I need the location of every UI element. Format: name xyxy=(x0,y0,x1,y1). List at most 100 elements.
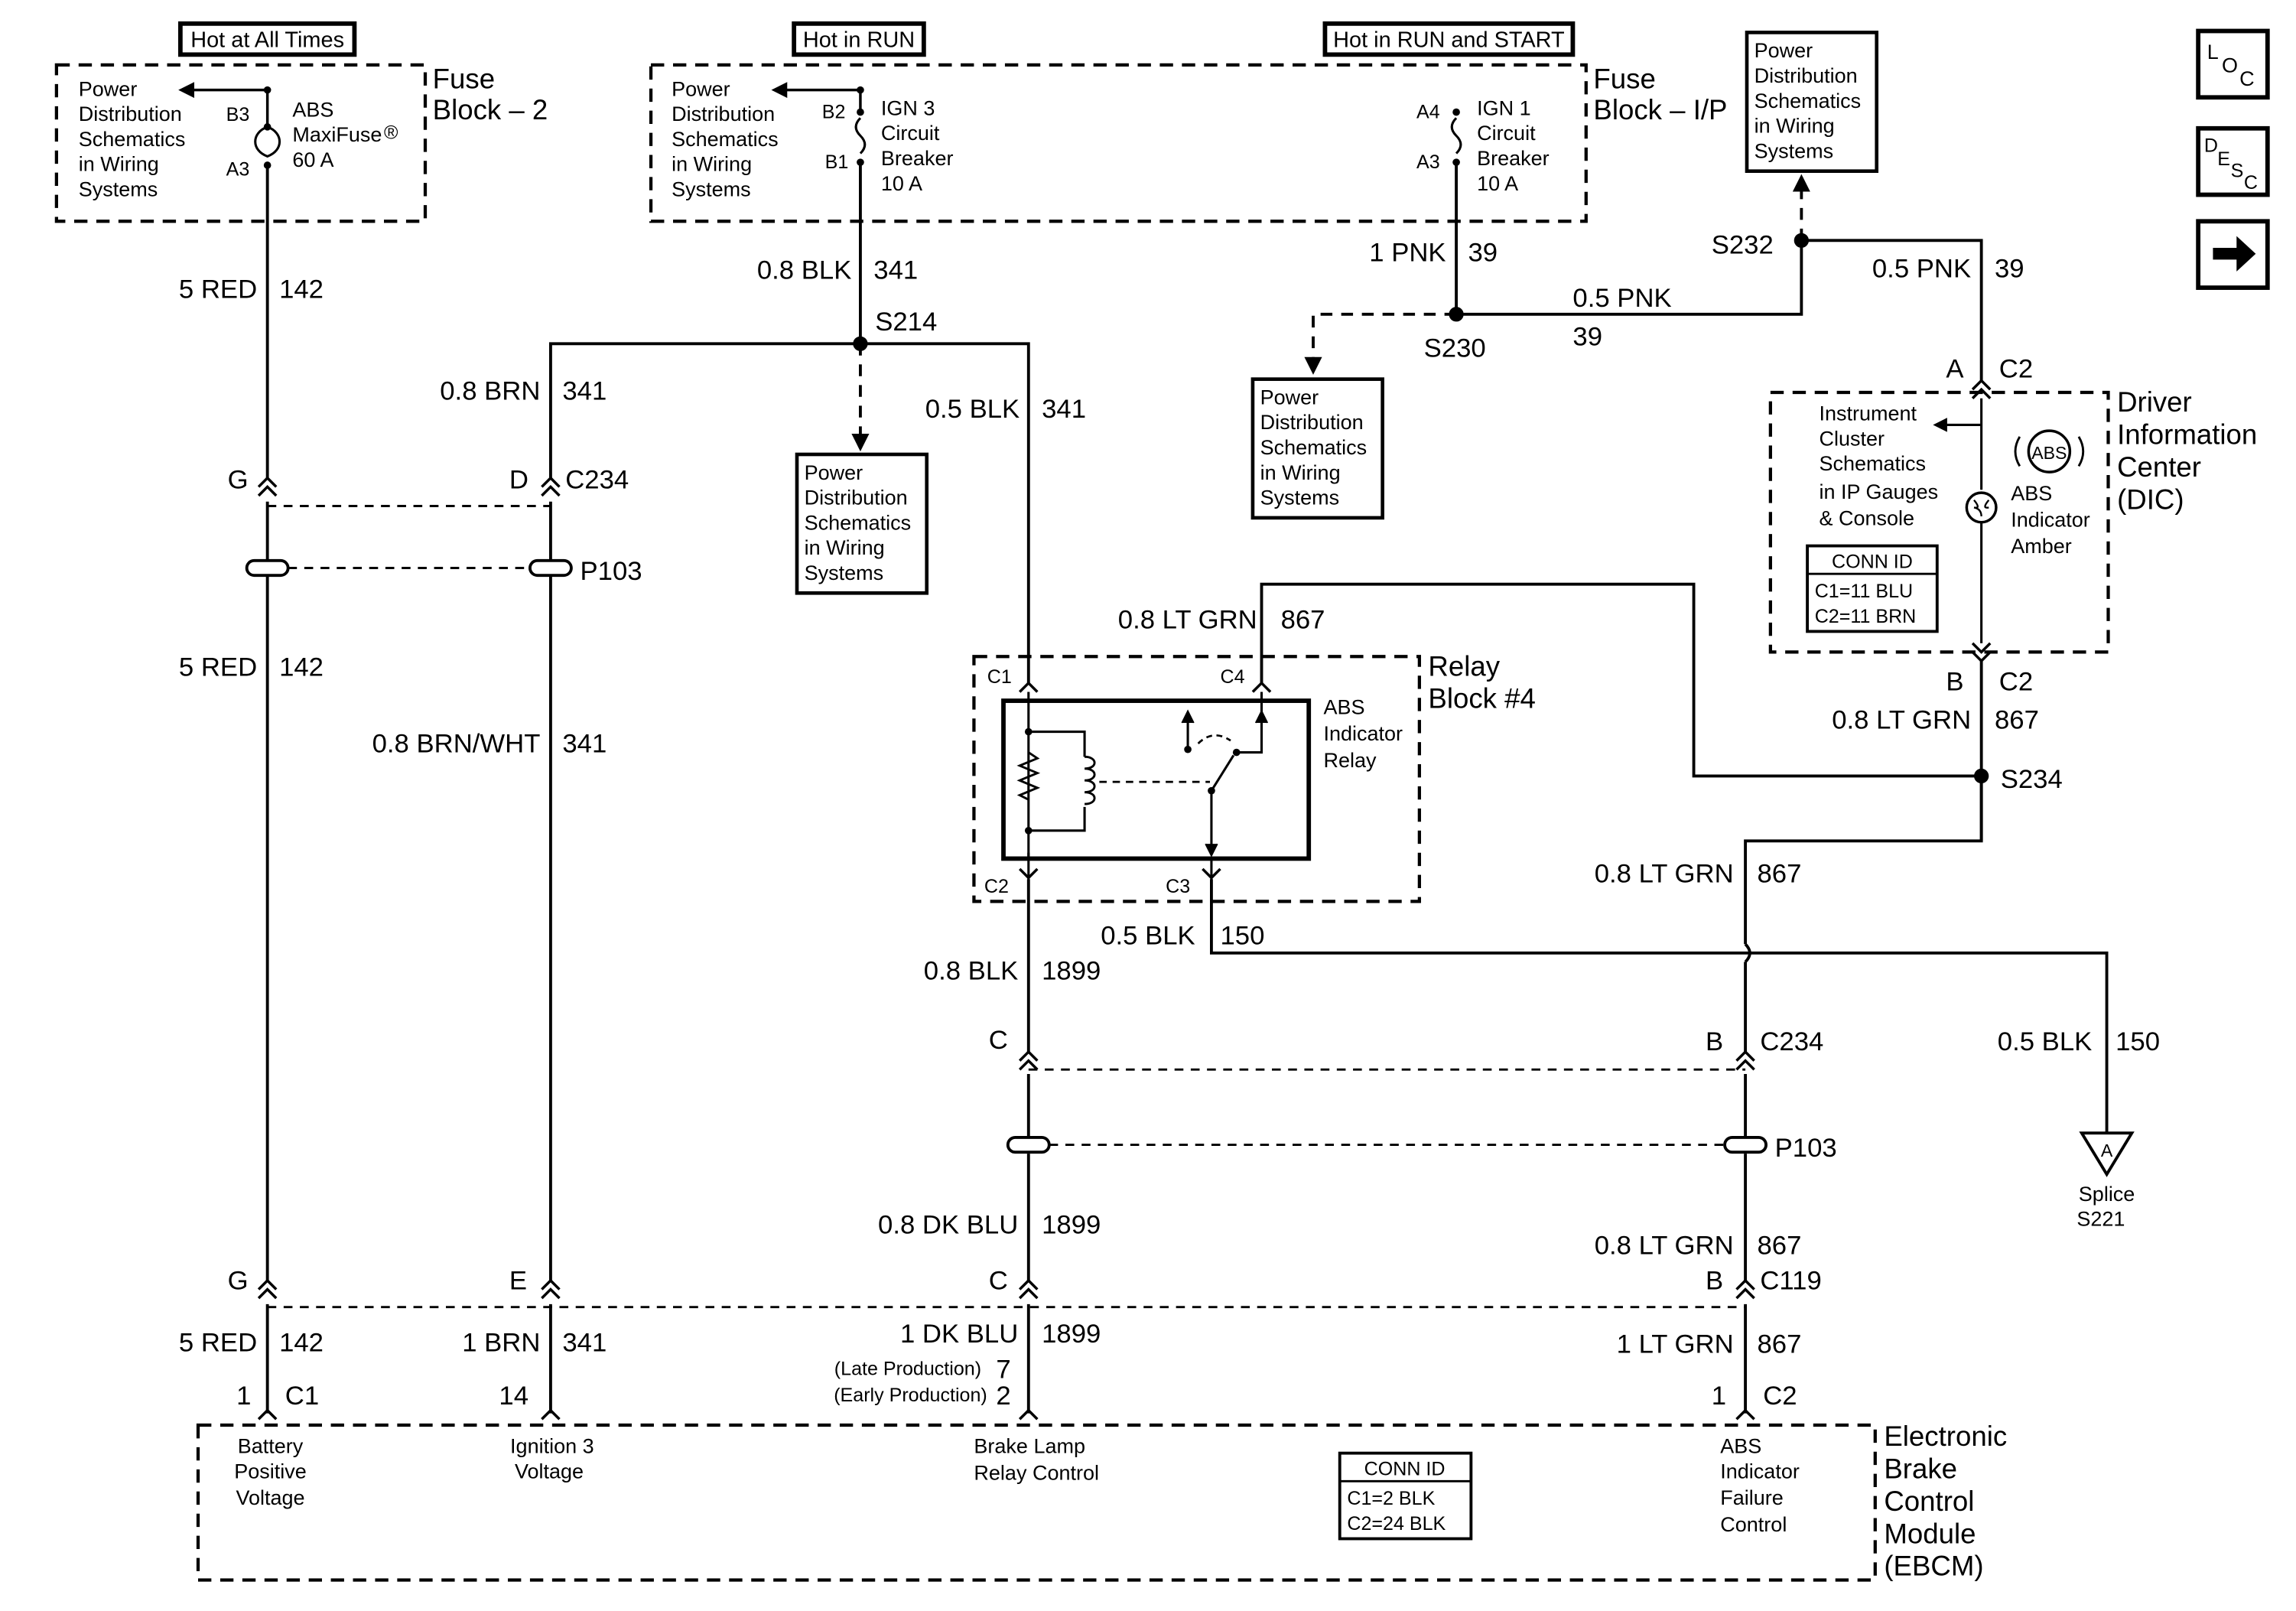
wire-341-num-brn: 341 xyxy=(562,377,607,406)
svg-text:C: C xyxy=(2244,172,2258,194)
svg-text:Control: Control xyxy=(1884,1486,1974,1517)
svg-text:10 A: 10 A xyxy=(1477,172,1518,195)
fuse-block-2-pds-reference: Power Distribution Schematics in Wiring … xyxy=(79,77,186,200)
connector-labels: G D C234 P103 A C2 B C2 C B C234 P103 G … xyxy=(228,355,2034,1411)
svg-text:C: C xyxy=(2239,67,2255,90)
svg-text:G: G xyxy=(228,465,249,494)
svg-text:Power: Power xyxy=(79,77,138,100)
svg-text:Schematics: Schematics xyxy=(1260,436,1368,459)
svg-text:C3: C3 xyxy=(1166,876,1190,897)
svg-text:S: S xyxy=(2231,160,2244,181)
wire-142-num-c: 142 xyxy=(279,1329,324,1358)
svg-text:Circuit: Circuit xyxy=(881,122,940,145)
splice-s214-dot xyxy=(853,336,868,351)
wire-1899-num-blk: 1899 xyxy=(1042,957,1101,986)
ign3-circuit-breaker: B2 B1 IGN 3 Circuit Breaker 10 A xyxy=(822,86,953,195)
dic-connector-c2-label-top: C2 xyxy=(1999,355,2033,384)
next-arrow-icon[interactable] xyxy=(2196,219,2270,290)
wire-150-num-right: 150 xyxy=(2116,1027,2160,1056)
splice-s232-dot xyxy=(1794,233,1809,248)
svg-text:in Wiring: in Wiring xyxy=(1260,461,1341,484)
wire-867-num-1: 867 xyxy=(1758,1329,1802,1359)
svg-text:C1=11 BLU: C1=11 BLU xyxy=(1815,581,1913,602)
svg-text:G: G xyxy=(228,1267,249,1296)
svg-text:(Early Production): (Early Production) xyxy=(834,1385,987,1406)
wire-142-size-a: 5 RED xyxy=(179,275,257,304)
svg-text:Block – I/P: Block – I/P xyxy=(1593,94,1727,125)
wire-341-num-blk: 341 xyxy=(873,256,918,285)
abs-indicator-relay: ABS Indicator Relay xyxy=(1001,692,1403,880)
svg-text:(Late Production): (Late Production) xyxy=(834,1358,981,1379)
svg-text:Control: Control xyxy=(1720,1513,1787,1536)
wire-1899-size-dkblu: 0.8 DK BLU xyxy=(878,1210,1018,1239)
svg-text:Distribution: Distribution xyxy=(1755,64,1858,87)
svg-text:A: A xyxy=(1946,355,1964,384)
svg-text:CONN ID: CONN ID xyxy=(1832,552,1913,573)
pds-reference-box-top-right[interactable]: Power Distribution Schematics in Wiring … xyxy=(1745,31,1879,174)
svg-text:2: 2 xyxy=(996,1382,1010,1411)
supply-label-hot-at-all-times: Hot at All Times xyxy=(177,21,357,57)
wire-867-size-top: 0.8 LT GRN xyxy=(1118,606,1257,635)
svg-text:C2=24 BLK: C2=24 BLK xyxy=(1347,1513,1446,1535)
svg-text:Systems: Systems xyxy=(672,177,751,200)
svg-text:C1: C1 xyxy=(987,666,1012,688)
svg-text:C2: C2 xyxy=(984,876,1009,897)
svg-text:D: D xyxy=(2204,135,2218,157)
svg-text:Schematics: Schematics xyxy=(1820,452,1927,475)
splice-s221-symbol[interactable]: A Splice S221 xyxy=(2076,1131,2135,1231)
svg-text:CONN ID: CONN ID xyxy=(1364,1459,1446,1480)
pds-reference-box-s214[interactable]: Power Distribution Schematics in Wiring … xyxy=(795,452,929,595)
svg-text:Battery: Battery xyxy=(238,1435,304,1458)
splice-s234-label: S234 xyxy=(2001,765,2063,794)
svg-text:B1: B1 xyxy=(825,151,849,173)
pds-reference-box-s230[interactable]: Power Distribution Schematics in Wiring … xyxy=(1250,377,1384,520)
wire-142-size-c: 5 RED xyxy=(179,1329,257,1358)
splice-s230-dot xyxy=(1449,307,1464,322)
connector-p103-label-bottom: P103 xyxy=(1775,1134,1837,1163)
loc-icon[interactable]: L O C xyxy=(2196,28,2270,100)
circuit-39-wire xyxy=(1304,162,1983,381)
wire-150-size-right: 0.5 BLK xyxy=(1998,1027,2092,1056)
svg-text:Systems: Systems xyxy=(79,177,158,200)
fuse-symbol xyxy=(254,125,281,158)
svg-text:D: D xyxy=(509,465,528,494)
svg-text:Indicator: Indicator xyxy=(1720,1460,1800,1482)
wire-867-num-top: 867 xyxy=(1281,606,1325,635)
wire-1899-num-dkblu1: 1899 xyxy=(1042,1320,1101,1349)
svg-text:S221: S221 xyxy=(2076,1208,2125,1231)
wire-labels: 5 RED 142 5 RED 142 5 RED 142 0.8 BLK 34… xyxy=(179,238,2160,1359)
connector-c119 xyxy=(257,1278,1755,1309)
ebcm-c1-label: C1 xyxy=(285,1382,319,1411)
abs-indicator-lamp-icon xyxy=(1965,491,1998,524)
splice-s230-label: S230 xyxy=(1424,334,1486,363)
svg-text:Relay Control: Relay Control xyxy=(974,1461,1099,1484)
instrument-cluster-reference: Instrument Cluster Schematics in IP Gaug… xyxy=(1820,402,1939,530)
svg-text:Failure: Failure xyxy=(1720,1486,1784,1509)
svg-text:Brake: Brake xyxy=(1884,1453,1957,1484)
svg-text:Cluster: Cluster xyxy=(1820,427,1885,450)
svg-text:Distribution: Distribution xyxy=(79,103,182,125)
svg-text:1: 1 xyxy=(236,1382,251,1411)
splice-s214-label: S214 xyxy=(875,308,937,337)
svg-text:Hot in RUN and START: Hot in RUN and START xyxy=(1333,28,1565,53)
wire-39-size-pnk05-right: 0.5 PNK xyxy=(1872,255,1971,284)
svg-text:& Console: & Console xyxy=(1820,507,1915,530)
wire-341-num-brn1: 341 xyxy=(562,1329,607,1358)
svg-text:Hot in RUN: Hot in RUN xyxy=(803,28,915,53)
svg-text:Schematics: Schematics xyxy=(805,511,912,534)
svg-text:E: E xyxy=(509,1267,527,1296)
svg-text:Indicator: Indicator xyxy=(2011,509,2090,532)
svg-text:Hot at All Times: Hot at All Times xyxy=(190,28,344,53)
svg-text:in Wiring: in Wiring xyxy=(1755,115,1835,138)
desc-icon[interactable]: D E S C xyxy=(2196,125,2270,197)
wire-150-num-relay: 150 xyxy=(1221,921,1265,950)
svg-text:ABS: ABS xyxy=(1324,695,1365,718)
svg-text:(EBCM): (EBCM) xyxy=(1884,1551,1983,1582)
svg-text:Driver: Driver xyxy=(2117,386,2192,418)
wire-341-size-brnwht: 0.8 BRN/WHT xyxy=(372,730,541,759)
abs-badge-icon: ABS xyxy=(2014,429,2085,474)
supply-label-hot-in-run-and-start: Hot in RUN and START xyxy=(1322,21,1576,57)
svg-text:ABS: ABS xyxy=(292,98,333,121)
relay-resistor-icon xyxy=(1016,751,1041,801)
